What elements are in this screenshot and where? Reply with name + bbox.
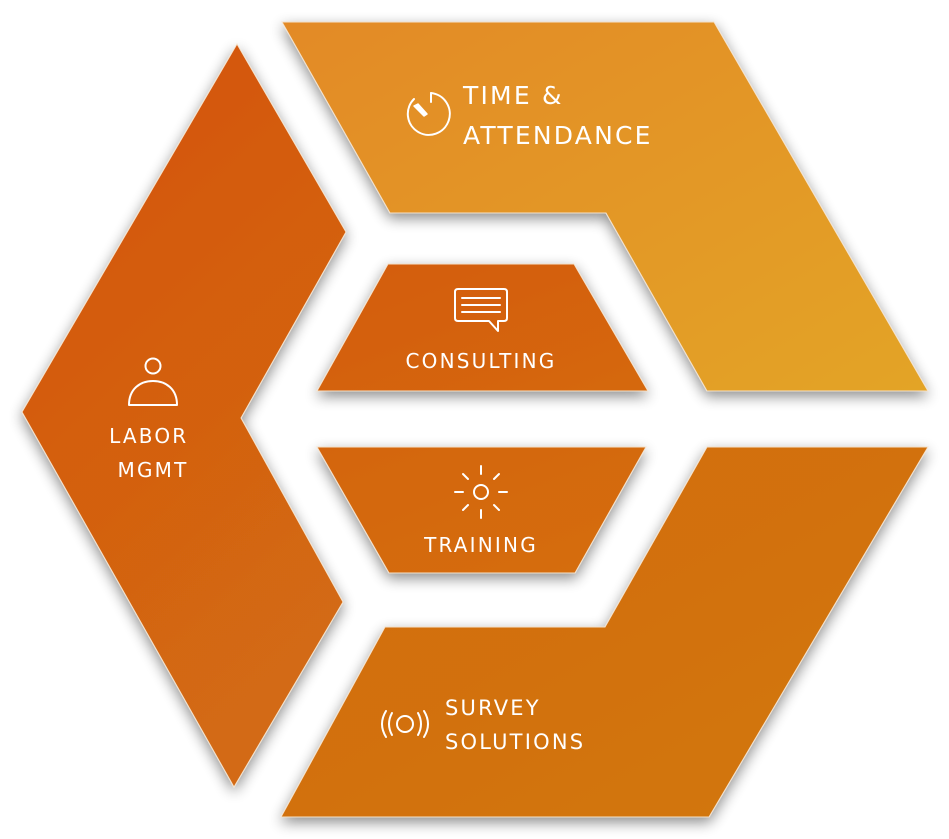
segment-consulting[interactable]: CONSULTING (316, 263, 649, 392)
time-attendance-label-line-1: TIME & (462, 81, 564, 110)
person-icon (128, 357, 178, 406)
consulting-label-line-1: CONSULTING (406, 349, 557, 373)
survey-solutions-shape[interactable] (280, 446, 929, 818)
segment-labor-mgmt[interactable]: LABOR MGMT (21, 43, 347, 789)
labor-mgmt-label-line-2: MGMT (117, 458, 188, 482)
survey-solutions-label-line-1: SURVEY (445, 696, 541, 720)
segment-time-attendance[interactable]: TIME & ATTENDANCE (281, 21, 929, 392)
training-label: TRAINING (423, 533, 538, 557)
time-attendance-label: TIME & ATTENDANCE (462, 81, 653, 150)
labor-mgmt-label-line-1: LABOR (109, 424, 188, 448)
consulting-label: CONSULTING (406, 349, 557, 373)
speech-bubble-icon (454, 288, 508, 332)
survey-solutions-label: SURVEY SOLUTIONS (445, 696, 585, 754)
survey-solutions-label-line-2: SOLUTIONS (445, 730, 585, 754)
consulting-shape[interactable] (316, 263, 649, 392)
training-label-line-1: TRAINING (423, 533, 538, 557)
segment-survey-solutions[interactable]: SURVEY SOLUTIONS (280, 446, 929, 818)
stopwatch-icon (406, 92, 451, 136)
time-attendance-shape[interactable] (281, 21, 929, 392)
labor-mgmt-shape[interactable] (21, 43, 347, 789)
broadcast-signal-icon (381, 710, 429, 738)
labor-mgmt-label: LABOR MGMT (109, 424, 197, 482)
segment-training[interactable]: TRAINING (316, 446, 647, 574)
sun-lightbulb-icon (454, 465, 508, 519)
time-attendance-label-line-2: ATTENDANCE (463, 121, 653, 150)
